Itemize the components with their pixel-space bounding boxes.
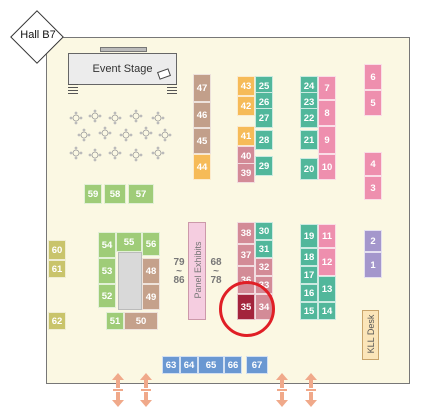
booth-20[interactable]: 20 <box>300 158 318 180</box>
booth-29[interactable]: 29 <box>255 156 273 176</box>
booth-63[interactable]: 63 <box>162 356 180 374</box>
booth-13[interactable]: 13 <box>318 276 336 302</box>
kll-label: KLL Desk <box>366 314 376 354</box>
booth-67[interactable]: 67 <box>246 356 268 374</box>
highlight-circle <box>219 281 275 337</box>
booth-14[interactable]: 14 <box>318 302 336 320</box>
kll-desk[interactable]: KLL Desk <box>362 310 379 360</box>
booth-54[interactable]: 54 <box>98 232 116 258</box>
stage-label: Event Stage <box>92 63 153 75</box>
booth-32[interactable]: 32 <box>255 258 273 276</box>
booth-24[interactable]: 24 <box>300 76 318 96</box>
booth-15[interactable]: 15 <box>300 302 318 320</box>
hall-tag: Hall B7 <box>10 10 64 64</box>
booth-27[interactable]: 27 <box>255 108 273 128</box>
booth-1[interactable]: 1 <box>364 252 382 278</box>
booth-11[interactable]: 11 <box>318 224 336 248</box>
booth-22[interactable]: 22 <box>300 108 318 128</box>
event-stage[interactable]: Event Stage <box>68 53 177 85</box>
booth-56[interactable]: 56 <box>142 232 160 256</box>
booth-43[interactable]: 43 <box>237 76 255 96</box>
range-79-86: 79 ~ 86 <box>170 257 188 286</box>
booth-4[interactable]: 4 <box>364 152 382 176</box>
booth-58[interactable]: 58 <box>104 184 126 204</box>
booth-16[interactable]: 16 <box>300 284 318 302</box>
seating-area-icon <box>69 109 172 162</box>
booth-25[interactable]: 25 <box>255 76 273 96</box>
booth-12[interactable]: 12 <box>318 248 336 276</box>
stairs-right-icon <box>167 84 177 100</box>
booth-9[interactable]: 9 <box>318 126 336 154</box>
booth-6[interactable]: 6 <box>364 64 382 90</box>
panel-label: Panel Exhibits <box>193 241 203 299</box>
booth-66[interactable]: 66 <box>224 356 242 374</box>
booth-5[interactable]: 5 <box>364 90 382 116</box>
range-start: 79 <box>173 257 185 268</box>
booth-41[interactable]: 41 <box>237 126 255 146</box>
booth-47[interactable]: 47 <box>193 74 211 102</box>
entrance-arrow-icon <box>305 373 317 407</box>
booth-19[interactable]: 19 <box>300 224 318 248</box>
booth-53[interactable]: 53 <box>98 258 116 284</box>
booth-2[interactable]: 2 <box>364 230 382 252</box>
panel-exhibits[interactable]: Panel Exhibits <box>188 222 206 320</box>
booth-61[interactable]: 61 <box>48 260 66 278</box>
booth-42[interactable]: 42 <box>237 96 255 116</box>
booth-55[interactable]: 55 <box>116 232 142 252</box>
booth-44[interactable]: 44 <box>193 154 211 180</box>
booth-21[interactable]: 21 <box>300 130 318 150</box>
booth-57[interactable]: 57 <box>128 184 154 204</box>
booth-8[interactable]: 8 <box>318 100 336 126</box>
stage-bar <box>100 47 147 52</box>
booth-59[interactable]: 59 <box>84 184 102 204</box>
booth-38[interactable]: 38 <box>237 222 255 244</box>
booth-10[interactable]: 10 <box>318 154 336 180</box>
booth-48[interactable]: 48 <box>142 258 160 284</box>
booth-50[interactable]: 50 <box>124 312 158 330</box>
booth-46[interactable]: 46 <box>193 102 211 128</box>
booth-17[interactable]: 17 <box>300 266 318 284</box>
range-end: 86 <box>173 275 185 286</box>
booth-30[interactable]: 30 <box>255 222 273 240</box>
booth-65[interactable]: 65 <box>198 356 224 374</box>
booth-7[interactable]: 7 <box>318 76 336 100</box>
entrance-arrow-icon <box>112 373 124 407</box>
booth-31[interactable]: 31 <box>255 240 273 258</box>
booth-64[interactable]: 64 <box>180 356 198 374</box>
floor-plan <box>46 37 410 384</box>
hall-label: Hall B7 <box>20 29 56 41</box>
range-end: 78 <box>210 275 222 286</box>
booth-39[interactable]: 39 <box>237 163 255 183</box>
booth-60[interactable]: 60 <box>48 240 66 260</box>
range-start: 68 <box>210 257 222 268</box>
booth-45[interactable]: 45 <box>193 128 211 154</box>
booth-37[interactable]: 37 <box>237 244 255 266</box>
range-68-78: 68 ~ 78 <box>207 257 225 286</box>
booth-62[interactable]: 62 <box>48 312 66 330</box>
booth-3[interactable]: 3 <box>364 176 382 200</box>
booth-49[interactable]: 49 <box>142 284 160 310</box>
storage-block <box>118 252 142 310</box>
entrance-arrow-icon <box>140 373 152 407</box>
booth-28[interactable]: 28 <box>255 130 273 150</box>
booth-52[interactable]: 52 <box>98 284 116 308</box>
stairs-left-icon <box>68 84 78 100</box>
entrance-arrow-icon <box>276 373 288 407</box>
booth-18[interactable]: 18 <box>300 248 318 266</box>
booth-51[interactable]: 51 <box>106 312 124 330</box>
